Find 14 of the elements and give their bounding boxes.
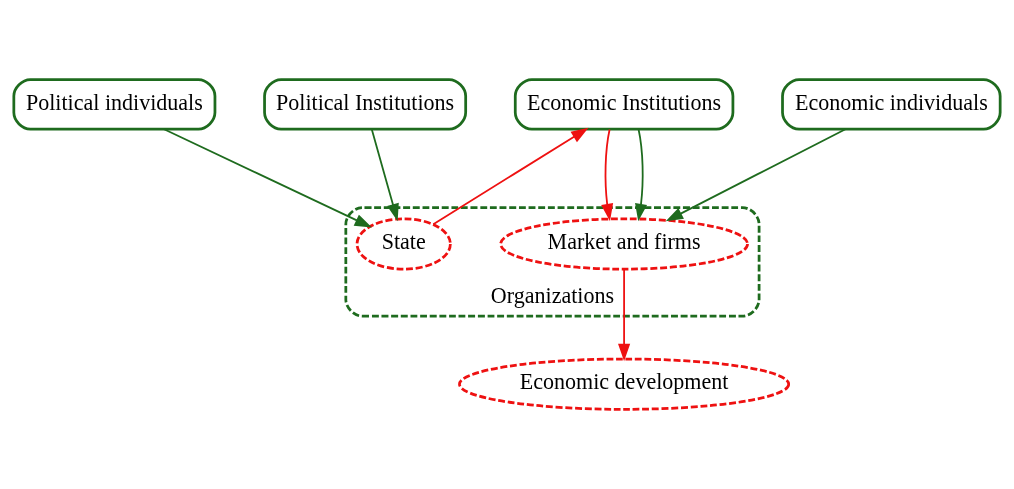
arrow xyxy=(635,128,648,222)
arrow xyxy=(618,269,631,362)
node-ellipse: Economic development xyxy=(458,357,791,411)
arrow xyxy=(432,127,589,226)
node-ellipse: State xyxy=(355,217,452,271)
node-box: Political Institutions xyxy=(263,78,468,131)
arrow xyxy=(163,128,372,228)
node-box: Political individuals xyxy=(12,78,217,131)
arrow xyxy=(601,128,614,222)
node-box: Economic individuals xyxy=(781,78,1002,131)
arrow xyxy=(665,128,847,222)
node-ellipse: Market and firms xyxy=(499,217,749,271)
node-box: Economic Institutions xyxy=(513,78,735,131)
arrow xyxy=(370,128,399,222)
